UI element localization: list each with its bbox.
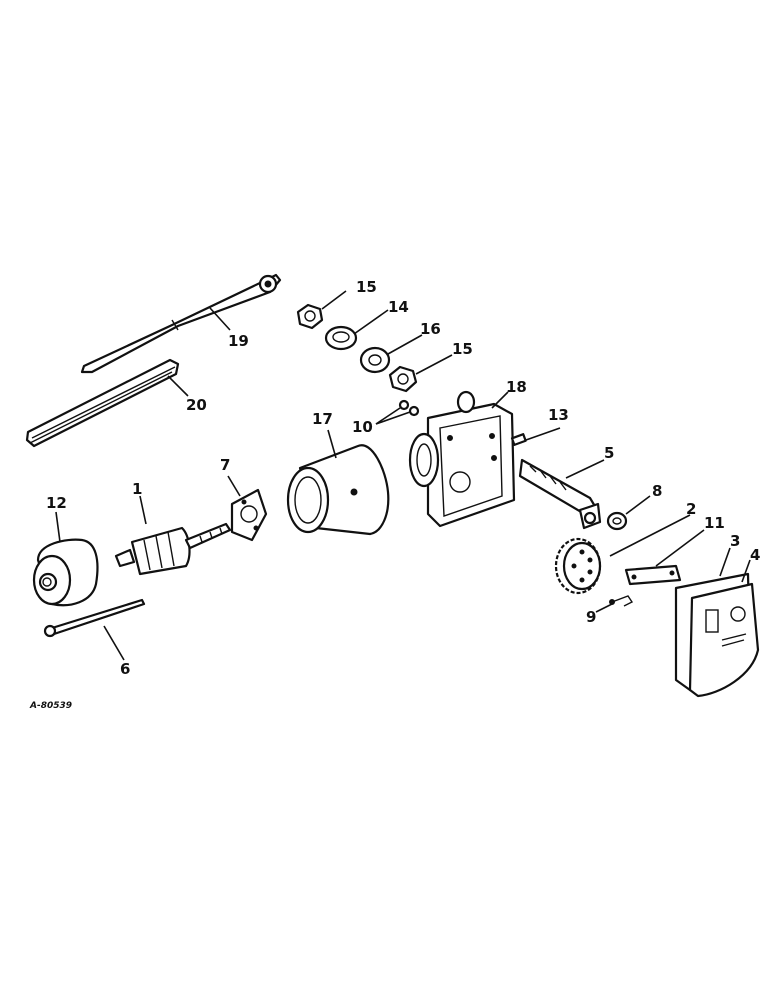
callout-5: 5 <box>604 444 614 462</box>
callout-9: 9 <box>586 608 596 626</box>
gear <box>554 537 602 595</box>
callout-8: 8 <box>652 482 662 500</box>
gear-housing <box>408 390 516 528</box>
callout-20: 20 <box>186 396 207 414</box>
bushing <box>324 325 358 351</box>
callout-2: 2 <box>686 500 696 518</box>
callout-10: 10 <box>352 418 373 436</box>
flat-washer <box>359 346 391 374</box>
through-bolt <box>43 598 146 638</box>
callout-16: 16 <box>420 320 441 338</box>
screw-and-washer <box>398 399 420 417</box>
callout-17: 17 <box>312 410 333 428</box>
callout-6: 6 <box>120 660 130 678</box>
nut-lower <box>388 365 418 393</box>
callout-14: 14 <box>388 298 409 316</box>
callout-11: 11 <box>704 514 725 532</box>
armature <box>114 522 232 576</box>
nut-top <box>296 303 324 330</box>
callout-1: 1 <box>132 480 142 498</box>
cover-assembly <box>674 572 760 698</box>
callout-12: 12 <box>46 494 67 512</box>
callout-15-lower: 15 <box>452 340 473 358</box>
callout-4: 4 <box>750 546 760 564</box>
callout-15-top: 15 <box>356 278 377 296</box>
callout-19: 19 <box>228 332 249 350</box>
brush-plate <box>230 488 268 542</box>
callout-7: 7 <box>220 456 230 474</box>
washer <box>606 511 628 531</box>
shaft <box>518 458 602 530</box>
wiper-blade <box>25 358 180 448</box>
reference-code: A-80539 <box>29 701 72 711</box>
callout-labels: 1 2 3 4 5 6 7 8 9 10 11 12 13 14 15 15 1… <box>29 278 760 711</box>
wiper-arm <box>80 273 282 374</box>
end-cap <box>32 538 99 607</box>
motor-housing <box>286 444 390 536</box>
callout-3: 3 <box>730 532 740 550</box>
set-screw <box>510 433 527 446</box>
leader-lines <box>55 290 751 661</box>
callout-13: 13 <box>548 406 569 424</box>
callout-18: 18 <box>506 378 527 396</box>
clip <box>609 595 634 607</box>
strap <box>624 564 682 586</box>
